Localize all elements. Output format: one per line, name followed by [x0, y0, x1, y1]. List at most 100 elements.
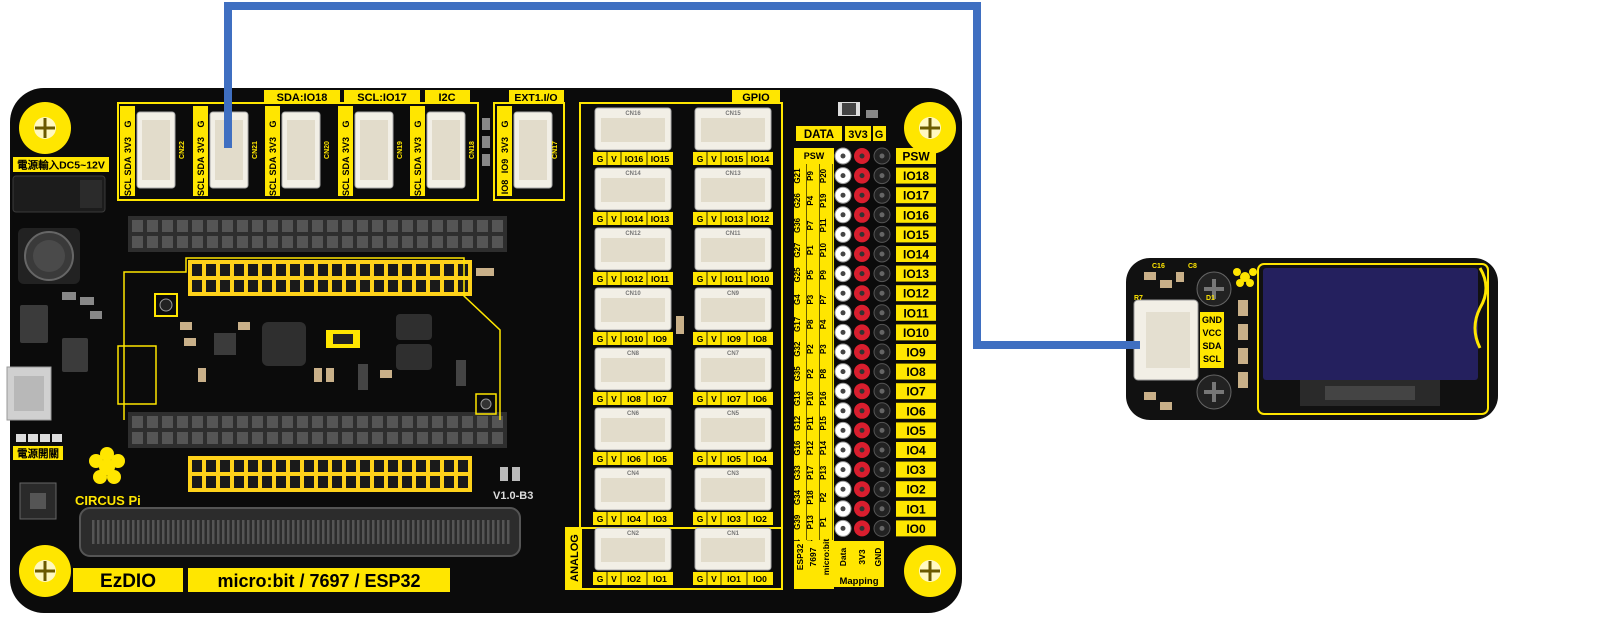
version-label: V1.0-B3 [493, 490, 533, 502]
pin-label: 3V3 [500, 137, 510, 153]
pin-name: IO18 [896, 167, 936, 184]
pin-label: V [611, 454, 617, 464]
pin-label: IO1 [727, 574, 741, 584]
mapping-label: Mapping [839, 576, 878, 587]
oled-pin-label: VCC [1202, 328, 1222, 338]
connector-id: CN22 [179, 141, 186, 159]
connector-id: CN14 [625, 171, 641, 177]
svg-text:IO16: IO16 [903, 208, 929, 222]
pin-label: V [611, 154, 617, 164]
pin-label: IO9 [727, 334, 741, 344]
bottom-label: GND [873, 548, 883, 567]
svg-text:IO5: IO5 [906, 424, 926, 438]
mapping-value: P4 [819, 319, 828, 329]
pin-label: IO5 [653, 454, 667, 464]
pin-label: G [268, 120, 278, 127]
pin-label: SDA [268, 156, 278, 176]
pin-label: IO3 [653, 514, 667, 524]
pin-label: V [711, 334, 717, 344]
connector-id: CN1 [727, 531, 740, 537]
svg-text:IO14: IO14 [903, 248, 929, 262]
pin-label: V [611, 574, 617, 584]
power-inductor-1 [396, 314, 432, 340]
pin-label: SCL [123, 177, 133, 196]
ezdio-label-bg [73, 568, 183, 592]
pin-label: G [697, 454, 704, 464]
mapping-value: G33 [793, 465, 802, 481]
mapping-value: G27 [793, 242, 802, 258]
pin-row-dots [834, 265, 891, 283]
pin-row-dots [834, 343, 891, 361]
connector-id: CN12 [625, 231, 641, 237]
pin-row-dots [834, 461, 891, 479]
connector-id: CN15 [725, 111, 741, 117]
pin-label: G [597, 574, 604, 584]
pin-label: V [711, 274, 717, 284]
platforms-label: micro:bit / 7697 / ESP32 [217, 571, 420, 591]
pin-row-dots [834, 500, 891, 518]
svg-text:IO9: IO9 [906, 346, 926, 360]
pin-label: V [711, 214, 717, 224]
pin-label: SCL [268, 177, 278, 196]
pin-name: IO12 [896, 285, 936, 302]
pin-row-dots [834, 480, 891, 498]
power-input-label: 電源輸入DC5~12V [17, 159, 105, 172]
pin-label: IO1 [653, 574, 667, 584]
connector-id: CN5 [727, 411, 740, 417]
mapping-value: P3 [806, 294, 815, 304]
header-g: G [875, 129, 884, 141]
pin-label: 3V3 [196, 137, 206, 153]
connector-id: CN6 [627, 411, 640, 417]
regulator-chip [20, 305, 48, 343]
pin-name: IO17 [896, 187, 936, 204]
power-switch-label: 電源開關 [17, 447, 59, 460]
pin-row-dots [834, 421, 891, 439]
pin-label: G [697, 394, 704, 404]
pin-label: SDA [123, 156, 133, 176]
pin-name: IO4 [896, 442, 936, 458]
pin-label: G [597, 214, 604, 224]
mapping-value: G21 [793, 168, 802, 184]
pin-label: V [611, 514, 617, 524]
pin-label: G [123, 120, 133, 127]
svg-text:IO15: IO15 [903, 228, 929, 242]
pin-header-upper [128, 216, 507, 252]
pin-name: IO16 [896, 206, 936, 223]
svg-text:IO4: IO4 [906, 444, 926, 458]
pin-label: V [711, 394, 717, 404]
pin-label: IO12 [751, 214, 770, 224]
mapping-value: P2 [806, 368, 815, 378]
pin-name: IO14 [896, 246, 936, 262]
ezdio-label: EzDIO [100, 571, 156, 592]
pin-label: IO14 [751, 154, 770, 164]
header-g-bg [873, 126, 886, 141]
pin-dots [834, 147, 891, 537]
svg-text:PSW: PSW [902, 150, 930, 164]
svg-text:IO17: IO17 [903, 189, 929, 203]
oled-screen-frame [1257, 263, 1489, 415]
mapping-value: P11 [806, 416, 815, 430]
pin-label: IO4 [753, 454, 767, 464]
pin-label: IO5 [727, 454, 741, 464]
pin-label: V [611, 394, 617, 404]
mapping-column: G21G26G36G27G25G4G17G32G35G13G12G16G33G3… [793, 164, 807, 555]
gpio-header: GPIO [742, 92, 770, 104]
mapping-value: G34 [793, 489, 802, 505]
bottom-label: ESP32 [795, 543, 805, 570]
yellow-header-body [188, 456, 472, 492]
pin-label: G [413, 120, 423, 127]
pin-label: IO8 [627, 394, 641, 404]
pin-label: G [597, 154, 604, 164]
